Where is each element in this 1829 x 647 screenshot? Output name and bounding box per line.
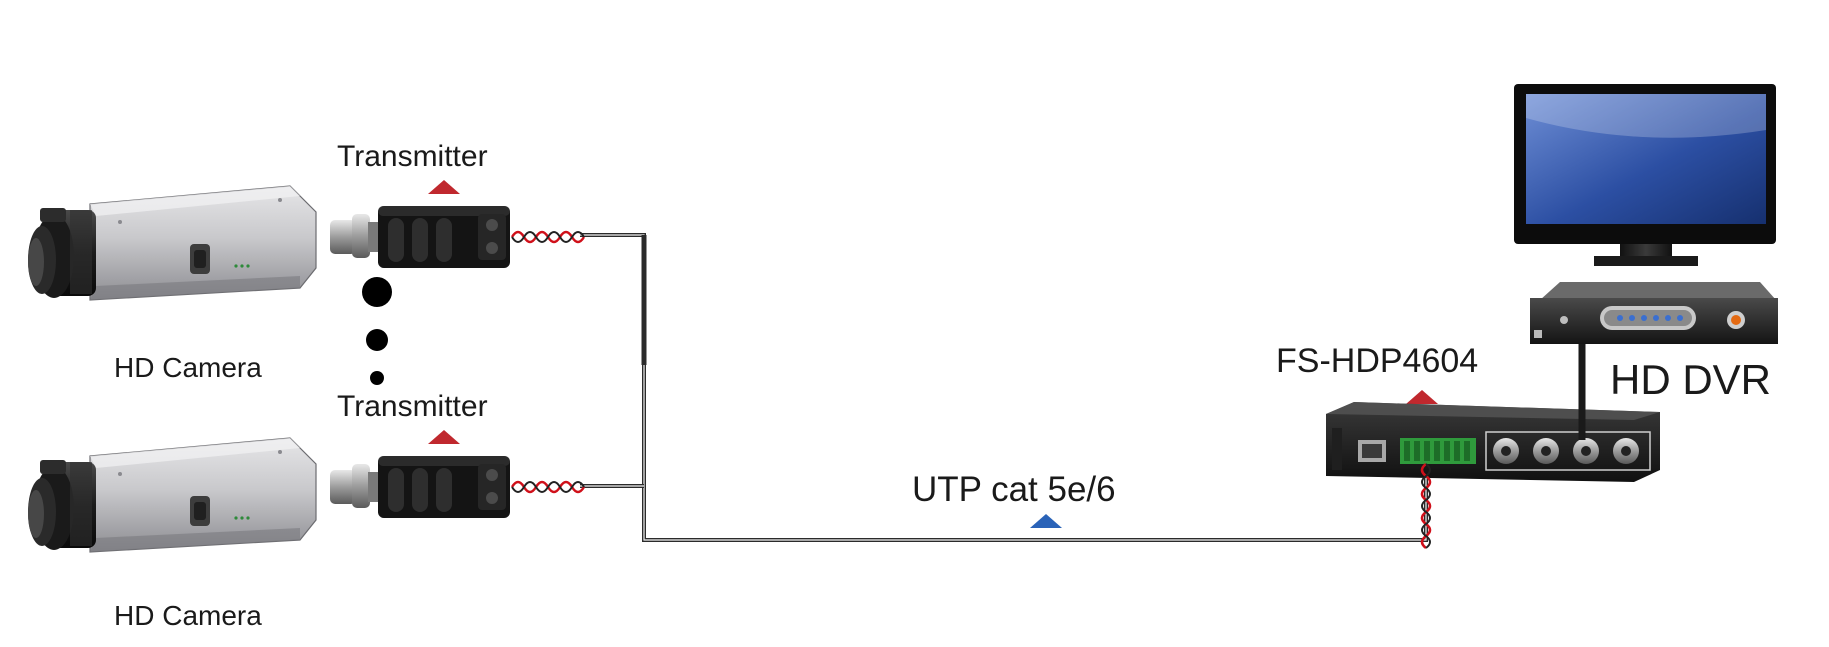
cable-type-label: UTP cat 5e/6 — [912, 470, 1116, 509]
hd-camera-top — [27, 185, 317, 301]
marker-triangle-cable — [1030, 514, 1062, 528]
twisted-pair-bottom — [510, 480, 586, 494]
twisted-pair-receiver — [1420, 462, 1432, 550]
hd-camera-bottom-label: HD Camera — [114, 600, 262, 631]
transmitter-top-label: Transmitter — [337, 140, 488, 173]
hd-dvr-label: HD DVR — [1610, 356, 1772, 403]
transmitter-bottom — [330, 456, 510, 518]
ellipsis-dot-large — [362, 277, 392, 307]
marker-triangle-receiver — [1406, 390, 1438, 404]
receiver-model-label: FS-HDP4604 — [1276, 342, 1479, 380]
hd-camera-top-label: HD Camera — [114, 352, 262, 383]
marker-triangle-transmitter-bottom — [428, 430, 460, 444]
hd-camera-bottom — [27, 437, 317, 553]
transmitter-bottom-label: Transmitter — [337, 390, 488, 423]
ellipsis-dot-medium — [366, 329, 388, 351]
receiver-unit — [1326, 402, 1660, 482]
twisted-pair-top — [510, 230, 586, 244]
ellipsis-dot-small — [370, 371, 384, 385]
monitor-screen — [1526, 94, 1766, 224]
hd-dvr — [1514, 84, 1778, 344]
marker-triangle-transmitter-top — [428, 180, 460, 194]
transmitter-top — [330, 206, 510, 268]
